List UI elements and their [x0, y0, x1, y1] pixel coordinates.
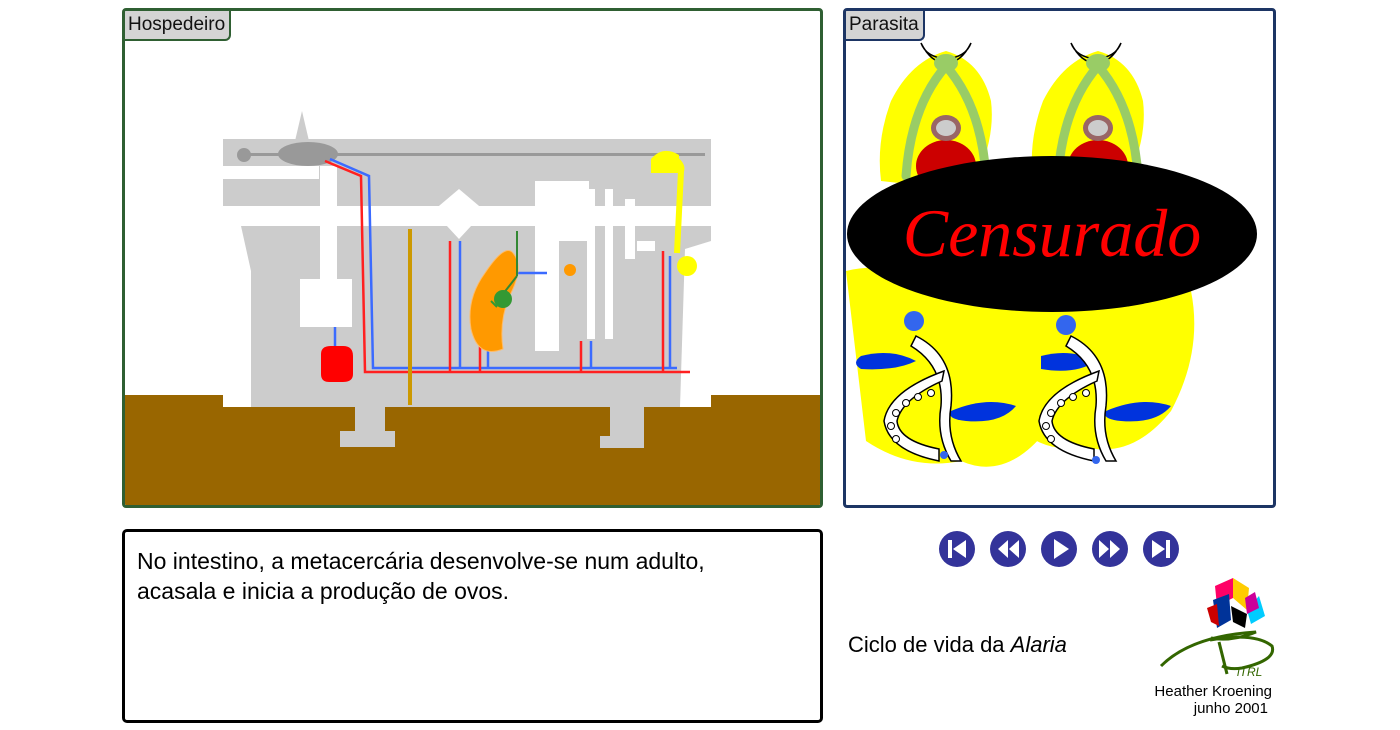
skip-to-end-icon — [1152, 540, 1170, 558]
ditrl-logo-text: iTRL — [1237, 665, 1262, 679]
lifecycle-title-prefix: Ciclo de vida da — [848, 632, 1011, 657]
last-frame-button[interactable] — [1142, 530, 1180, 568]
parasite-panel-label: Parasita — [846, 11, 925, 41]
host-panel: Hospedeiro — [122, 8, 823, 508]
heart — [321, 346, 353, 382]
lifecycle-title: Ciclo de vida da Alaria — [848, 632, 1067, 658]
play-icon — [1054, 539, 1069, 559]
host-anatomy-illustration — [125, 111, 820, 505]
ground — [125, 395, 820, 505]
author-name: Heather Kroening — [1154, 683, 1272, 700]
lifecycle-title-species: Alaria — [1010, 632, 1067, 657]
host-panel-label: Hospedeiro — [125, 11, 232, 41]
rewind-icon — [998, 540, 1019, 558]
parasite-panel: Parasita — [843, 8, 1276, 508]
credit-date: junho 2001 — [1193, 700, 1268, 717]
credit: Heather Kroening junho 2001 — [1140, 683, 1272, 717]
fast-forward-button[interactable] — [1091, 530, 1129, 568]
ditrl-logo: iTRL — [1159, 578, 1275, 679]
parasite-illustration: Censurado — [846, 42, 1257, 467]
liver-organ — [469, 250, 519, 352]
gallbladder — [494, 290, 512, 308]
caption-line-2: acasala e inicia a produção de ovos. — [137, 578, 510, 604]
censor-overlay — [847, 156, 1257, 312]
caption-line-1: No intestino, a metacercária desenvolve-… — [137, 548, 705, 574]
fast-forward-icon — [1099, 540, 1120, 558]
skip-to-start-icon — [948, 540, 966, 558]
censor-text: Censurado — [903, 195, 1201, 271]
play-button[interactable] — [1040, 530, 1078, 568]
first-frame-button[interactable] — [938, 530, 976, 568]
rewind-button[interactable] — [989, 530, 1027, 568]
orange-dot — [564, 264, 576, 276]
caption-box: No intestino, a metacercária desenvolve-… — [122, 529, 823, 723]
